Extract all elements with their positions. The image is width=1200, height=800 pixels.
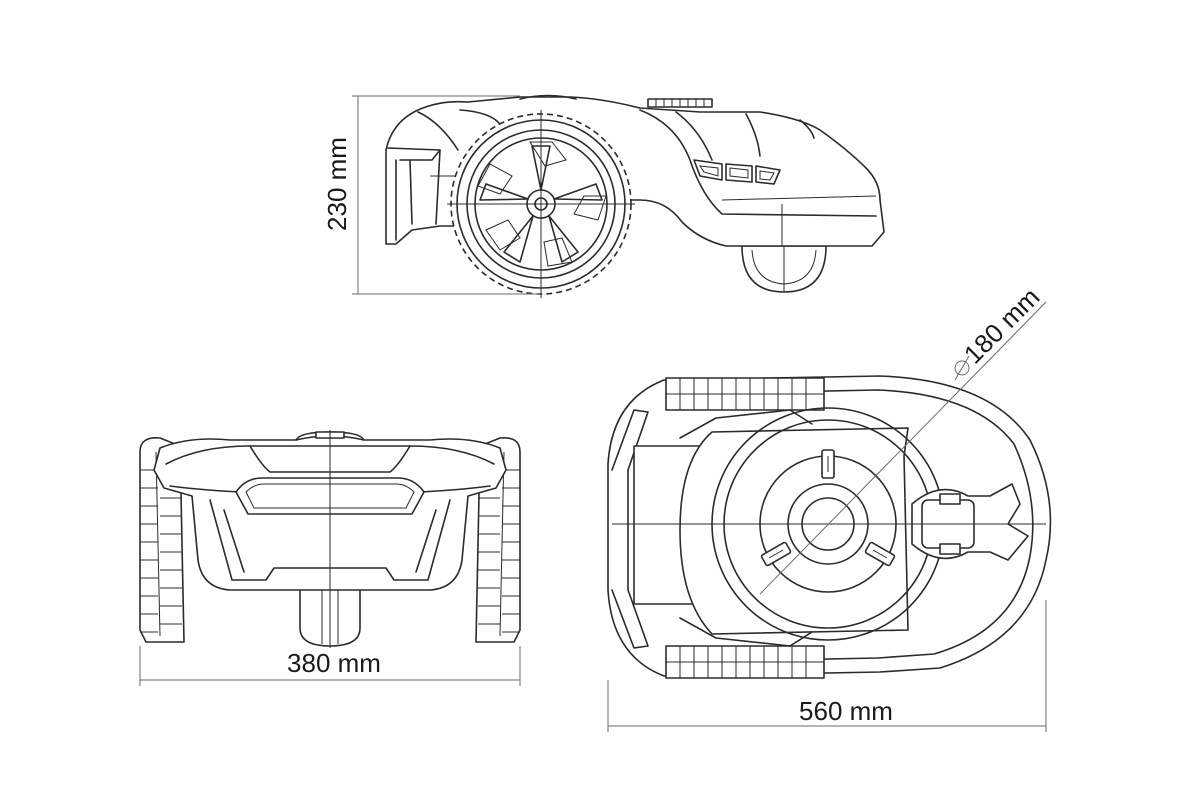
width-dimension: 380 mm	[139, 646, 521, 686]
side-view: 230 mm	[322, 94, 885, 298]
side-rear-caster	[741, 245, 827, 293]
top-upper-track	[665, 377, 825, 411]
height-dimension: 230 mm	[322, 95, 540, 295]
top-lower-track	[665, 645, 825, 679]
length-dimension: 560 mm	[607, 600, 1047, 732]
side-headlights	[693, 159, 781, 185]
top-view: 180 mm 560 mm	[607, 282, 1052, 732]
front-view: 380 mm	[139, 430, 521, 686]
width-label: 380 mm	[287, 648, 381, 678]
diameter-label: 180 mm	[958, 282, 1046, 370]
height-label: 230 mm	[322, 137, 352, 231]
length-label: 560 mm	[799, 696, 893, 726]
side-drive-wheel	[447, 110, 635, 298]
